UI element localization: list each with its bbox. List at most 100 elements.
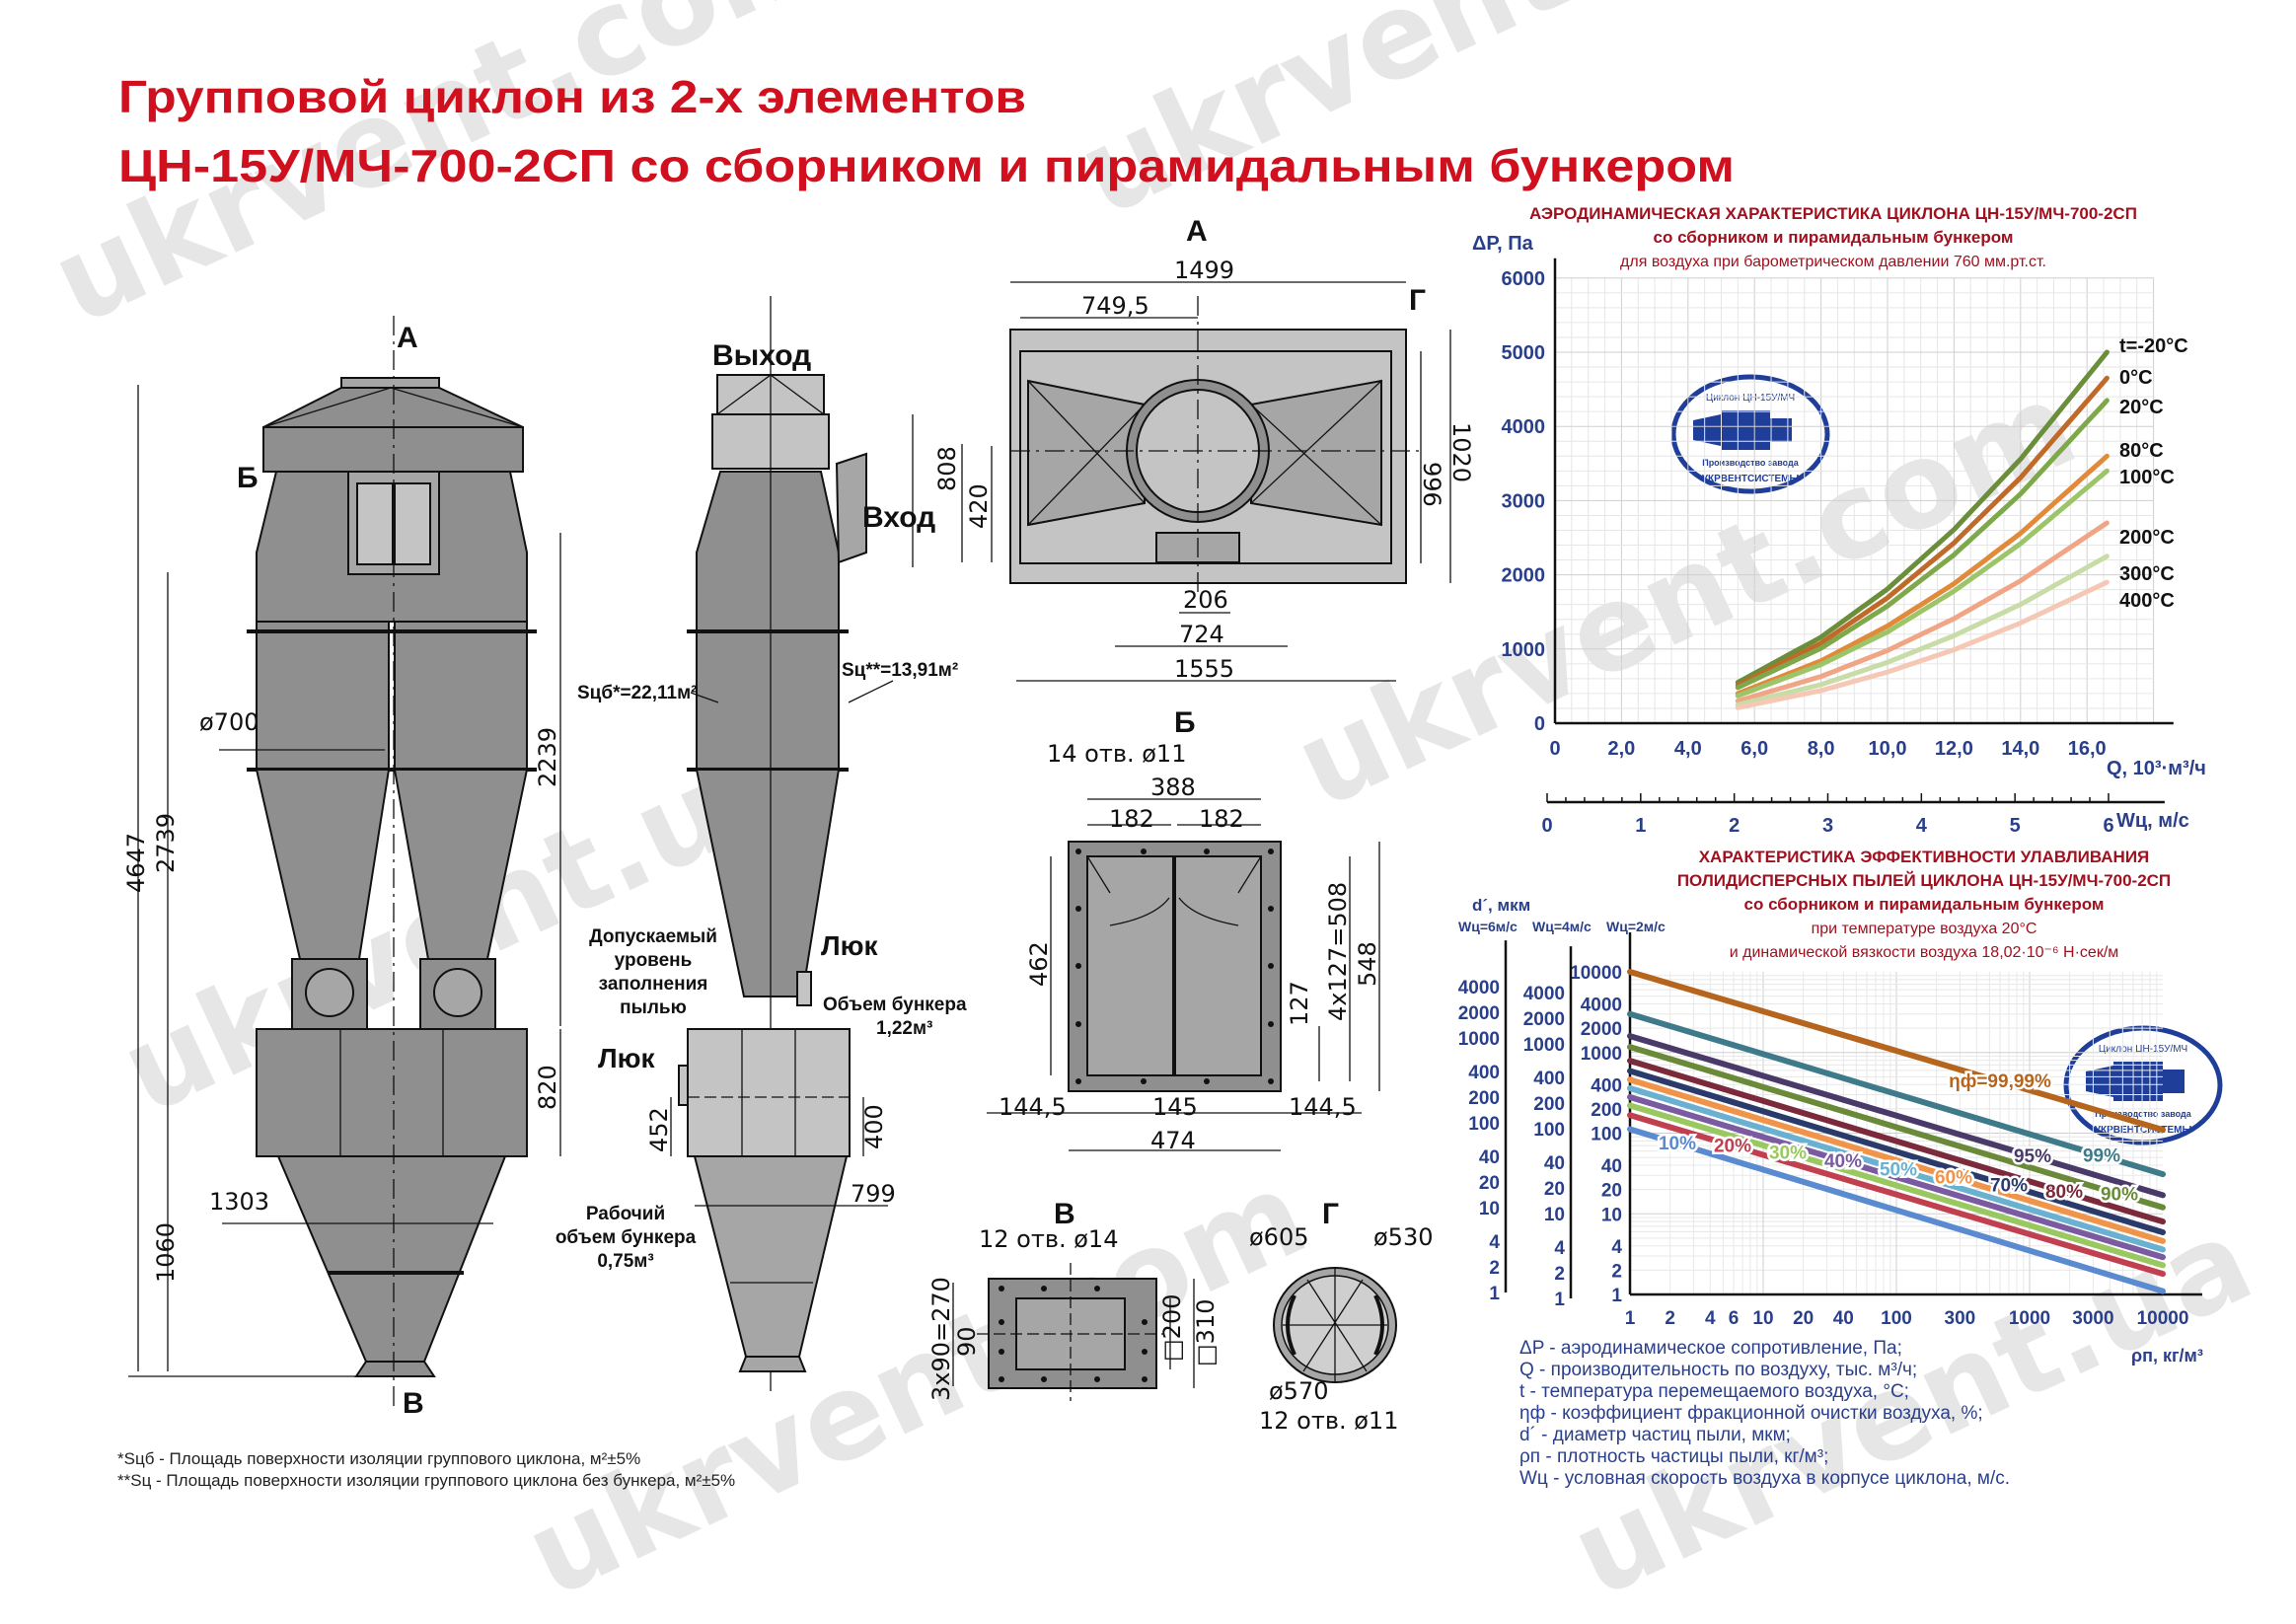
eff-axis-label-w2: Wц=2м/с [1606,919,1666,934]
y-tick-label: 1000 [1458,1029,1500,1050]
dim-90: 90 [953,1326,981,1357]
svg-text:объем бункера: объем бункера [555,1227,697,1248]
x2-tick-label: 2 [1729,815,1740,837]
series-label: 0°C [2119,367,2153,389]
view-v-title: В [1054,1198,1075,1230]
y-tick-label: 2000 [1581,1019,1622,1040]
dim-4x127-508: 4x127=508 [1324,882,1352,1021]
efficiency-label: 50% [1880,1159,1917,1180]
view-a-marker: А [397,322,418,354]
series-line [1735,554,2110,707]
series-line [1735,468,2110,699]
dim-996: 996 [1418,462,1445,507]
dim-d570: ø570 [1269,1377,1329,1405]
view-b-drawing [987,798,1380,1151]
efficiency-label: 95% [2014,1146,2051,1167]
x-tick-label: 8,0 [1808,738,1835,760]
x2-tick-label: 5 [2010,815,2021,837]
eff-chart-title-2: ПОЛИДИСПЕРСНЫХ ПЫЛЕЙ ЦИКЛОНА ЦН-15У/МЧ-7… [1677,871,2171,890]
dim-808: 808 [933,446,961,491]
logo-text: Производство завода [1702,458,1800,468]
y-tick-label: 1000 [1502,639,1546,661]
y-tick-label: 4 [1489,1232,1500,1253]
dim-145: 145 [1152,1093,1198,1121]
series-label: 20°C [2119,397,2164,418]
eff-series: ηф=99,99%99%95%90%80%70%60%50%40%30%20%1… [1627,969,2166,1294]
efficiency-line [1627,1068,2166,1235]
fill-level-note: Допускаемый уровень заполнения пылью [589,926,717,1018]
dim-2239: 2239 [534,727,561,787]
y-tick-label: 10000 [1570,963,1622,984]
logo-cyclone-icon [2163,1070,2185,1093]
efficiency-line [1627,1076,2166,1244]
efficiency-label: 90% [2101,1185,2138,1206]
dim-1303: 1303 [209,1188,269,1216]
footnote-2: **Sц - Площадь поверхности изоляции груп… [117,1471,735,1490]
efficiency-label: 80% [2045,1182,2083,1203]
dim-1060: 1060 [152,1222,180,1283]
dim-799: 799 [851,1180,896,1208]
x-tick-label: 12,0 [1935,738,1973,760]
dim-3x90-270: 3x90=270 [927,1277,955,1401]
dim-d605: ø605 [1249,1223,1309,1251]
x-tick-label: 10000 [2137,1308,2189,1329]
y-tick-label: 1 [1489,1284,1500,1304]
x2-tick-label: 1 [1635,815,1646,837]
dim-square-310: □310 [1192,1299,1220,1366]
y-tick-label: 0 [1534,713,1545,735]
title-line-2: ЦН-15У/МЧ-700-2СП со сборником и пирамид… [118,140,1735,191]
x-tick-label: 4 [1705,1308,1716,1329]
y-tick-label: 200 [1591,1100,1622,1121]
view-b-title: Б [1174,706,1196,739]
series-label: 300°C [2119,563,2175,585]
y-tick-label: 20 [1544,1179,1565,1200]
view-g-marker: Г [1409,284,1426,317]
y-tick-label: 1000 [1523,1035,1565,1056]
view-v-holes: 12 отв. ø14 [979,1225,1118,1253]
efficiency-line [1627,1102,2166,1269]
series-line [1735,453,2110,697]
y-tick-label: 2 [1489,1258,1500,1279]
view-v-drawing [952,1263,1195,1401]
hatch-label-2: Люк [598,1043,656,1073]
dim-749-5: 749,5 [1081,292,1149,320]
y-tick-label: 4000 [1458,978,1500,998]
x-tick-label: 300 [1945,1308,1976,1329]
y-tick-label: 6000 [1502,268,1546,290]
series-line [1735,349,2110,686]
aero-chart: АЭРОДИНАМИЧЕСКАЯ ХАРАКТЕРИСТИКА ЦИКЛОНА … [1472,204,2206,837]
y-tick-label: 100 [1468,1114,1500,1135]
dim-d700: ø700 [199,708,259,736]
aero-chart-subtitle: со сборником и пирамидальным бункером [1654,228,2014,247]
y-tick-label: 1000 [1581,1044,1622,1065]
series-label: 100°C [2119,467,2175,488]
efficiency-line [1627,1058,2166,1225]
series-line [1735,579,2110,710]
x-tick-label: 6,0 [1741,738,1768,760]
efficiency-line [1627,1033,2166,1199]
dim-1499: 1499 [1174,257,1234,284]
svg-text:уровень: уровень [615,950,693,971]
dim-1020: 1020 [1447,422,1475,482]
view-b-holes: 14 отв. ø11 [1047,740,1186,768]
dim-square-200: □200 [1158,1294,1186,1362]
x-tick-label: 14,0 [2001,738,2039,760]
legend-line: ρп - плотность частицы пыли, кг/м³; [1519,1446,1828,1467]
x-tick-label: 4,0 [1674,738,1702,760]
view-a-title: А [1186,215,1208,248]
dim-d530: ø530 [1373,1223,1434,1251]
y-tick-label: 40 [1544,1153,1565,1174]
y-tick-label: 10 [1479,1199,1500,1219]
y-tick-label: 10 [1601,1205,1622,1225]
series-label: 80°C [2119,440,2164,462]
y-tick-label: 20 [1601,1181,1622,1202]
dim-182-left: 182 [1109,805,1154,833]
efficiency-label: 20% [1714,1136,1751,1156]
y-tick-label: 5000 [1502,342,1546,364]
aero-x-axis-label: Q, 10³·м³/ч [2107,758,2206,779]
inlet-label: Вход [862,501,935,534]
dim-144-5-left: 144,5 [999,1093,1067,1121]
